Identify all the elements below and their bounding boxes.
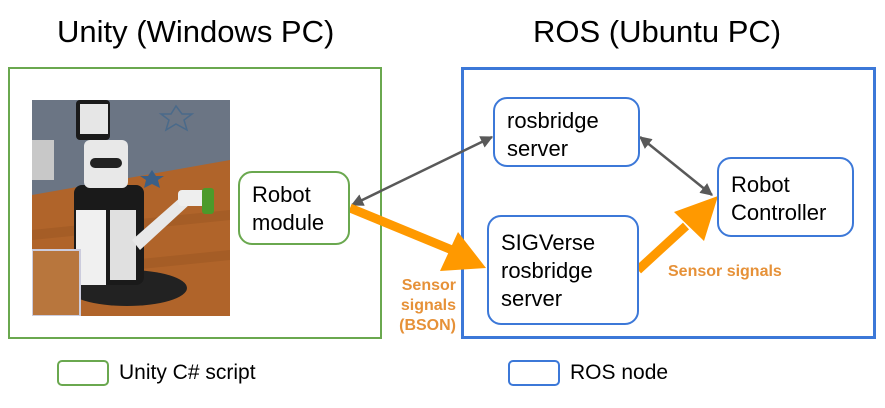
robot-controller-label-1: Robot (731, 172, 790, 197)
rosbridge-server-label-2: server (507, 136, 569, 161)
bson-edge-label: Sensor signals (BSON) (399, 277, 456, 334)
bson-signal-arrow-head (440, 232, 486, 271)
unity-title: Unity (Windows PC) (57, 14, 335, 49)
sigverse-label-2: rosbridge (501, 258, 593, 283)
robot-module-label-1: Robot (252, 182, 311, 207)
robot-simulation-image (32, 100, 230, 316)
robot-module-node[interactable]: Robot module (238, 171, 350, 245)
sensor-signal-arrow-shaft (634, 222, 690, 274)
sensor-signals-edge-label: Sensor signals (668, 263, 782, 280)
rosbridge-server-label-1: rosbridge (507, 108, 599, 133)
sigverse-label-1: SIGVerse (501, 230, 596, 255)
robot-controller-label-2: Controller (731, 200, 827, 225)
sensor-signal-arrow-head (674, 196, 718, 241)
rosbridge-server-node[interactable]: rosbridge server (493, 97, 640, 167)
sigverse-label-3: server (501, 286, 563, 311)
sigverse-rosbridge-server-node[interactable]: SIGVerse rosbridge server (487, 215, 639, 325)
bson-signal-arrow-shaft (348, 203, 454, 255)
robot-module-label-2: module (252, 210, 325, 235)
rosbridge-controller-connector (639, 136, 713, 196)
robot-module-rosbridge-connector (350, 135, 494, 207)
legend-unity-swatch (57, 360, 109, 386)
ros-title: ROS (Ubuntu PC) (533, 14, 782, 49)
legend-ros-swatch (508, 360, 560, 386)
legend-ros-label: ROS node (570, 361, 669, 384)
robot-controller-node[interactable]: Robot Controller (717, 157, 854, 237)
robot-scene (32, 100, 230, 316)
legend-unity-label: Unity C# script (119, 361, 256, 384)
